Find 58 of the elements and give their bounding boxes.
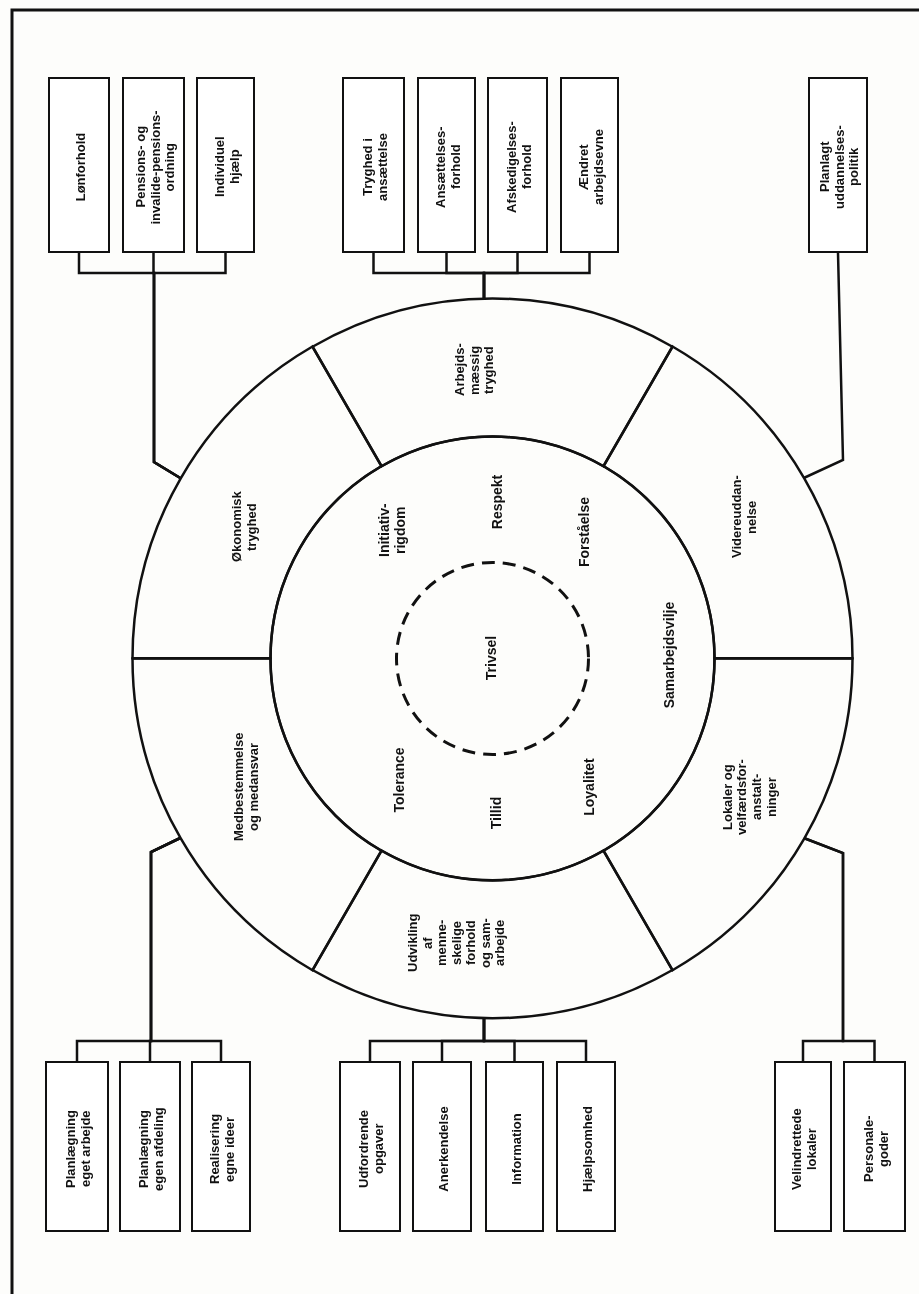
box-label: Personale- goder bbox=[861, 1114, 892, 1184]
segment-label: Økonomisk tryghed bbox=[230, 490, 260, 565]
text-box bbox=[196, 77, 255, 253]
box-label: Ændret arbejdsevne bbox=[576, 128, 607, 207]
box-label: Anerkendelse bbox=[436, 1105, 452, 1192]
connector-line bbox=[482, 1017, 588, 1061]
text-box bbox=[774, 1061, 832, 1232]
value-word: Loyalitet bbox=[582, 758, 598, 816]
box-label: Planlægning eget arbejde bbox=[64, 1108, 94, 1190]
text-box bbox=[560, 77, 619, 253]
segment-label: Videreuddan- nelse bbox=[730, 474, 760, 561]
box-label: Planlagt uddannelses- politik bbox=[818, 124, 862, 211]
connector-line bbox=[803, 836, 876, 1061]
text-box bbox=[556, 1061, 616, 1232]
value-word: Respekt bbox=[490, 474, 506, 530]
box-label: Planlægning egen afdeling bbox=[137, 1105, 167, 1193]
connector-line bbox=[152, 253, 227, 480]
text-box bbox=[342, 77, 405, 253]
segment-label: Medbestemmelse og medansvar bbox=[232, 731, 262, 844]
ring-segment bbox=[130, 656, 383, 972]
text-box bbox=[843, 1061, 906, 1232]
value-word: Samarbejdsvilje bbox=[662, 601, 678, 709]
text-box bbox=[191, 1061, 251, 1232]
center-label: Trivsel bbox=[484, 635, 500, 681]
segment-label: Lokaler og velfærdsfor- anstalt- ninger bbox=[720, 758, 780, 837]
box-label: Lønforhold bbox=[73, 132, 89, 202]
segment-label: Arbejds- mæssig tryghed bbox=[453, 342, 497, 399]
text-box bbox=[417, 77, 476, 253]
inner-circle bbox=[268, 434, 716, 882]
text-box bbox=[45, 1061, 109, 1232]
box-label: Realisering egne ideer bbox=[208, 1112, 238, 1186]
connector-line bbox=[149, 836, 223, 1061]
box-label: Udfordrende opgaver bbox=[357, 1108, 387, 1190]
value-word: Tillid bbox=[489, 796, 505, 830]
text-box bbox=[485, 1061, 544, 1232]
value-word: Tolerance bbox=[392, 747, 408, 813]
connector-line bbox=[482, 253, 591, 299]
box-label: Ansættelses- forhold bbox=[433, 125, 464, 210]
ring-segment bbox=[310, 296, 674, 468]
segment-label: Udvikling af menne- skelige forhold og sam- arbejde bbox=[406, 913, 508, 973]
text-box bbox=[48, 77, 110, 253]
box-label: Afskedigelses- forhold bbox=[504, 120, 535, 215]
box-label: Velindrettede lokaler bbox=[790, 1106, 820, 1192]
text-box bbox=[808, 77, 868, 253]
connector-line bbox=[803, 252, 845, 480]
value-word: Forståelse bbox=[577, 497, 593, 567]
ring-segment bbox=[310, 848, 674, 1020]
value-word: Initiativ- rigdom bbox=[377, 502, 409, 559]
text-box bbox=[339, 1061, 401, 1232]
box-label: Pensions- og invalide-pensions- ordning bbox=[133, 108, 178, 227]
box-label: Information bbox=[509, 1112, 524, 1185]
text-box bbox=[412, 1061, 472, 1232]
box-label: Tryghed i ansættelse bbox=[360, 132, 391, 203]
box-label: Individuel hjælp bbox=[212, 135, 243, 200]
text-box bbox=[122, 77, 185, 253]
text-box bbox=[487, 77, 548, 253]
box-label: Hjælpsomhed bbox=[580, 1105, 596, 1192]
text-box bbox=[119, 1061, 181, 1232]
